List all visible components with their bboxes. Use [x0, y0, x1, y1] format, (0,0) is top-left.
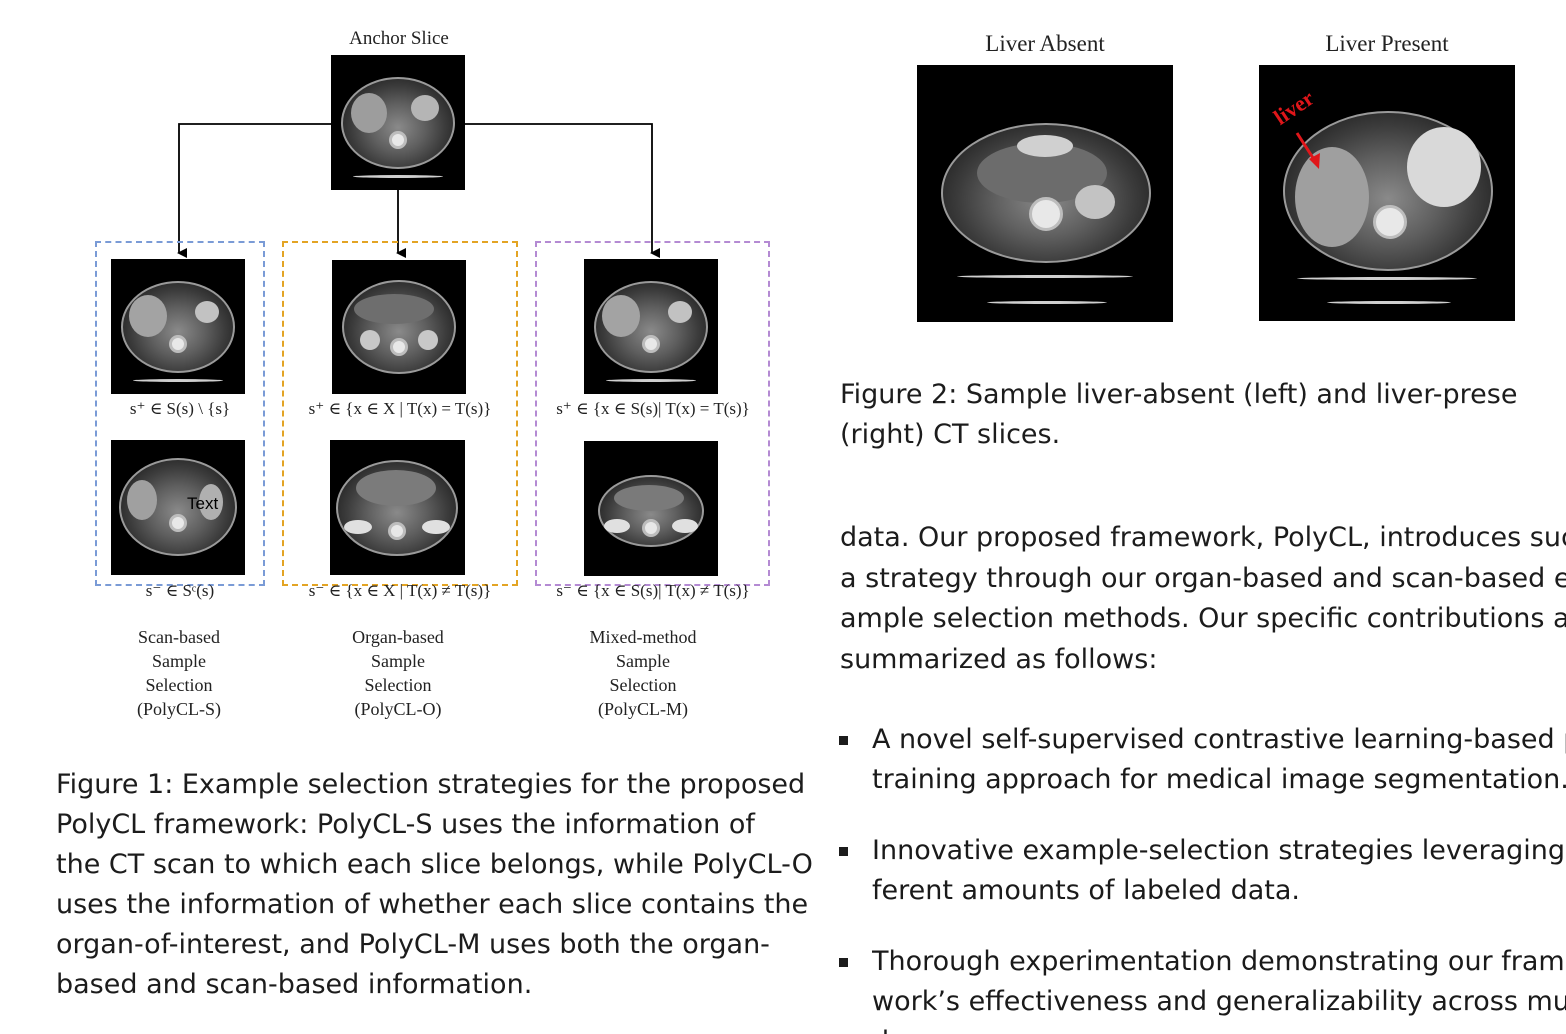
- figure-1-caption: Figure 1: Example selection strategies f…: [56, 769, 813, 1000]
- figure-2-caption: Figure 2: Sample liver-absent (left) and…: [840, 379, 1518, 450]
- mixed-negative-slice: [584, 441, 718, 576]
- anchor-slice-image: [331, 55, 465, 190]
- list-item: Innovative example-selection strategies …: [872, 835, 1566, 906]
- liver-arrow: [1295, 132, 1320, 169]
- list-item: A novel self-supervised contrastive lear…: [872, 724, 1566, 795]
- bullet-marker: [839, 736, 848, 745]
- organ-based-box: [282, 241, 518, 586]
- mixed-positive-formula: s⁺ ∈ {x ∈ S(s)| T(x) = T(s)}: [556, 399, 750, 418]
- organ-positive-slice: [332, 260, 466, 394]
- arrow-to-mixed-method: [465, 123, 660, 258]
- liver-present-title: Liver Present: [1325, 31, 1449, 56]
- liver-absent-title: Liver Absent: [985, 31, 1105, 56]
- mixed-positive-slice: [584, 259, 718, 394]
- organ-positive-formula: s⁺ ∈ {x ∈ X | T(x) = T(s)}: [308, 399, 492, 418]
- arrow-to-scan-based: [177, 123, 331, 258]
- liver-present-slice: liver: [1259, 65, 1515, 321]
- connector-arrows: [177, 123, 660, 258]
- scan-negative-formula: s⁻ ∈ Sᶜ(s): [145, 581, 215, 600]
- scan-positive-formula: s⁺ ∈ S(s) \ {s}: [129, 399, 231, 418]
- bullet-marker: [839, 847, 848, 856]
- intro-paragraph: data. Our proposed framework, PolyCL, in…: [840, 522, 1566, 675]
- organ-negative-formula: s⁻ ∈ {x ∈ X | T(x) ≠ T(s)}: [308, 581, 492, 600]
- scan-positive-slice: [111, 259, 245, 394]
- bullet-marker: [839, 958, 848, 967]
- liver-absent-slice: [917, 65, 1173, 322]
- list-item: Thorough experimentation demonstrating o…: [872, 946, 1566, 1034]
- scan-negative-slice: Text: [111, 440, 245, 575]
- mixed-negative-formula: s⁻ ∈ {x ∈ S(s)| T(x) ≠ T(s)}: [556, 581, 750, 600]
- scan-based-box: [95, 241, 265, 586]
- anchor-slice-title: Anchor Slice: [349, 28, 449, 49]
- stray-text-label: Text: [187, 494, 219, 513]
- organ-negative-slice: [330, 440, 465, 575]
- mixed-method-box: [535, 241, 770, 586]
